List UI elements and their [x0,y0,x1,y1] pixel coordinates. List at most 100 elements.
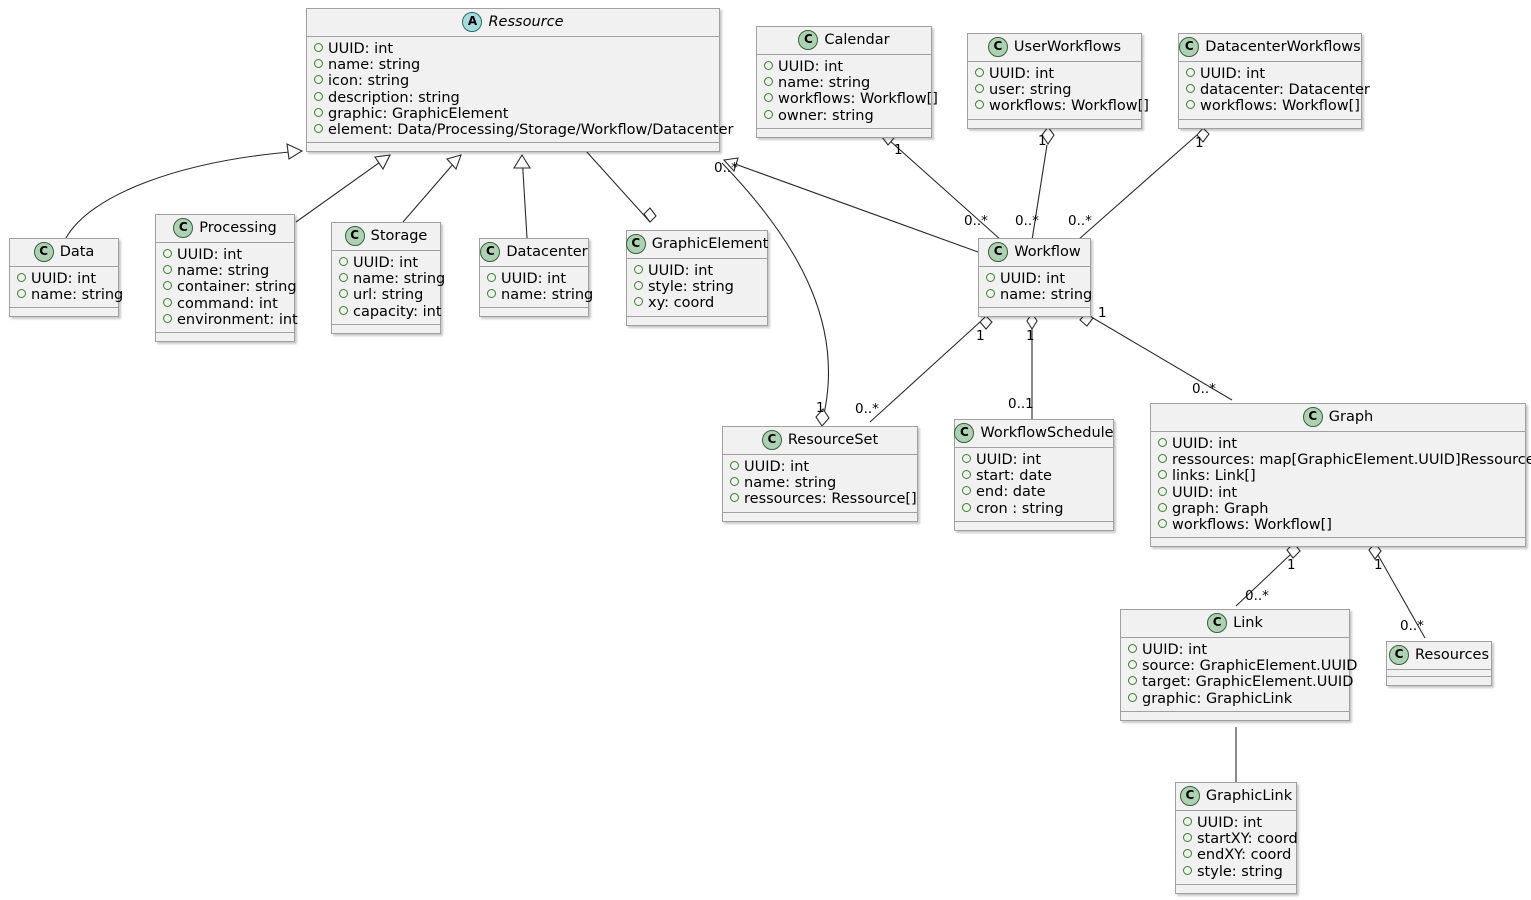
attribute-row: UUID: int [1183,815,1289,831]
attribute-label: name: string [1000,287,1093,304]
class-name-graphiclink: GraphicLink [1205,788,1293,804]
class-icon: C [33,242,54,262]
class-icon: C [954,423,975,443]
multiplicity-label-m-graph-resources-far: 0..* [1400,618,1424,634]
attribute-row: UUID: int [962,452,1106,468]
public-visibility-icon [1183,817,1192,826]
class-name-processing: Processing [199,220,277,236]
class-icon: C [1179,786,1200,806]
public-visibility-icon [1183,865,1192,875]
class-name-datacenterworkflows: DatacenterWorkflows [1205,39,1361,55]
class-methods-graph [1151,538,1525,546]
public-visibility-icon [1158,470,1167,480]
class-name-ressource: Ressource [488,14,564,30]
attribute-row: UUID: int [163,247,287,263]
attribute-row: UUID: int [986,271,1083,287]
attribute-row: workflows: Workflow[] [975,98,1149,114]
attribute-row: name: string [730,475,910,491]
edge-datacenterworkflows-to-workflow [1077,134,1198,241]
attribute-label: xy: coord [648,295,715,312]
attribute-label: style: string [1197,863,1283,880]
public-visibility-icon [975,84,984,94]
attribute-label: start: date [976,468,1052,485]
generalization-arrow-datacenter [513,153,531,169]
public-visibility-icon [1183,833,1192,843]
public-visibility-icon [764,93,773,103]
public-visibility-icon [1186,84,1195,94]
attribute-row: UUID: int [1158,436,1518,452]
public-visibility-icon [17,289,26,299]
public-visibility-icon [1158,486,1167,496]
attribute-row: name: string [764,75,924,91]
edge-storage-to-ressource [402,154,462,223]
public-visibility-icon [163,265,172,275]
class-name-graphicelement: GraphicElement [651,236,769,252]
attribute-row: owner: string [764,108,924,124]
class-name-userworkflows: UserWorkflows [1013,39,1122,55]
attribute-label: UUID: int [989,66,1055,82]
attribute-row: name: string [487,287,593,303]
public-visibility-icon [764,77,773,87]
attribute-label: command: int [177,295,278,312]
class-methods-processing [156,333,294,341]
attribute-label: graphic: GraphicLink [1142,690,1293,707]
public-visibility-icon [487,273,496,282]
public-visibility-icon [962,486,971,496]
attribute-row: container: string [163,279,297,295]
class-icon: C [173,218,194,238]
edge-ressource-to-graphicelement [585,150,651,223]
attribute-label: UUID: int [1172,436,1238,452]
class-name-link: Link [1233,615,1263,631]
attribute-label: capacity: int [353,303,442,320]
attribute-row: UUID: int [634,263,760,279]
multiplicity-label-m-calendar-workflow-far: 0..* [964,213,988,229]
public-visibility-icon [17,273,26,282]
class-icon: C [761,430,782,450]
class-name-graph: Graph [1328,409,1374,425]
attribute-row: start: date [962,468,1106,484]
attribute-label: element: Data/Processing/Storage/Workflo… [328,122,734,139]
attribute-row: UUID: int [1186,66,1354,82]
public-visibility-icon [1128,676,1137,686]
generalization-arrow-processing [374,154,391,171]
attribute-label: environment: int [177,311,298,328]
attribute-row: startXY: coord [1183,831,1298,847]
attribute-label: UUID: int [778,59,844,75]
attribute-row: datacenter: Datacenter [1186,82,1370,98]
attribute-row: graphic: GraphicLink [1128,691,1342,707]
class-icon: C [1207,613,1228,633]
public-visibility-icon [764,109,773,119]
class-name-resourceset: ResourceSet [787,432,879,448]
public-visibility-icon [962,502,971,512]
public-visibility-icon [314,75,323,85]
attribute-row: description: string [314,90,712,106]
attribute-row: UUID: int [17,271,111,287]
multiplicity-label-m-workflow-resourceset-near: 1 [976,328,985,344]
public-visibility-icon [962,470,971,480]
attribute-label: datacenter: Datacenter [1200,82,1370,99]
class-name-datacenter: Datacenter [506,244,588,260]
